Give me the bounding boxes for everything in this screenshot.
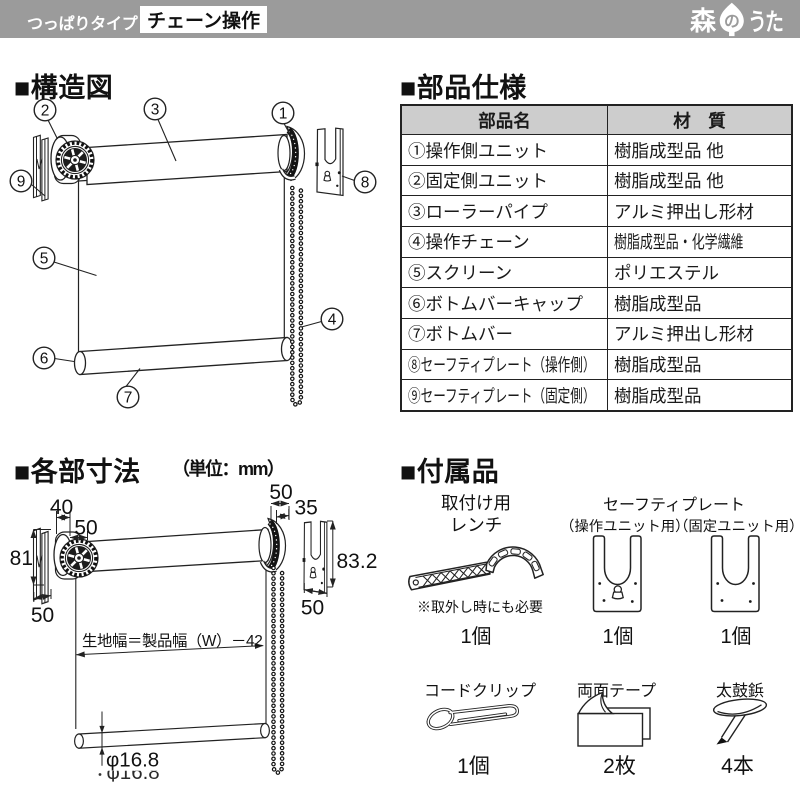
fixed-unit-gear-shape (54, 139, 96, 181)
tack-label: 太鼓鋲 (715, 683, 764, 700)
dim-safety-plate-op-shape (301, 520, 328, 595)
callout-9: 9 (9, 169, 33, 193)
safety-plate-op-shape (314, 127, 344, 197)
safety-plate-op-qty: 1個 (602, 626, 634, 648)
svg-text:9: 9 (17, 173, 26, 190)
parts-section-title: ■部品仕様 (400, 73, 527, 103)
dimension-lines (30, 500, 336, 766)
safety-plates-sub-left: （操作ユニット用） (560, 519, 690, 535)
svg-text:40: 40 (50, 496, 73, 519)
callout-5: 5 (32, 246, 56, 270)
safety-plates-sub-right: （固定ユニット用） (674, 519, 800, 535)
structure-section-title: ■構造図 (14, 73, 114, 103)
dim-operation-unit-shape (259, 519, 286, 573)
safety-plate-fixed-shape (32, 134, 49, 202)
tape-illustration (577, 691, 651, 747)
callout-7: 7 (116, 385, 140, 409)
safety-plate-fixed-qty: 1個 (720, 626, 752, 648)
svg-text:6: 6 (40, 350, 49, 367)
svg-text:4: 4 (328, 311, 337, 328)
table-row: ④操作チェーン樹脂成型品・化学繊維 (400, 226, 793, 258)
parts-table: 部品名 材 質 ①操作側ユニット樹脂成型品 他 ②固定側ユニット樹脂成型品 他 … (400, 104, 793, 412)
dimensions-section-title: ■各部寸法 (14, 457, 141, 487)
svg-text:81: 81 (10, 547, 33, 570)
callout-3: 3 (143, 97, 167, 121)
accessories-section-title: ■付属品 (400, 457, 500, 487)
svg-text:φ16.8: φ16.8 (107, 761, 160, 784)
svg-text:50: 50 (301, 597, 324, 620)
wrench-illustration (408, 546, 544, 591)
table-row: ⑦ボトムバーアルミ押出し形材 (400, 318, 793, 350)
callout-markers: 1 2 3 4 5 6 7 8 9 (9, 97, 377, 409)
safety-plate-op-illustration (592, 535, 642, 613)
operation-type-badge: チェーン操作 (140, 5, 267, 33)
table-row: ⑨セーフティプレート（固定側）樹脂成型品 (400, 379, 793, 412)
structure-diagram: 1 2 3 4 5 6 7 8 9 (9, 97, 377, 409)
svg-text:50: 50 (74, 517, 97, 540)
wrench-label-line1: 取付け用 (441, 493, 511, 513)
dimensions-diagram: 40 50 81 50 50 35 83.2 50 生地幅＝製品幅（W）－42 … (10, 481, 378, 784)
callout-2: 2 (33, 98, 57, 122)
table-row: ②固定側ユニット樹脂成型品 他 (400, 164, 793, 197)
svg-text:の: の (724, 13, 740, 30)
leader-lines (31, 119, 355, 387)
brand-kana: うた (748, 8, 784, 36)
svg-text:φ16.8: φ16.8 (106, 749, 159, 772)
svg-text:1: 1 (279, 105, 288, 122)
cord-clip-qty: 1個 (457, 755, 490, 778)
brand-leaf-icon: の (719, 2, 744, 37)
svg-text:83.2: 83.2 (337, 550, 378, 573)
dim-safety-plate-fixed-shape (32, 527, 49, 605)
tack-illustration (712, 698, 768, 745)
table-row: ⑧セーフティプレート（操作側）樹脂成型品 (400, 348, 793, 381)
bottom-bar-cap-shape (73, 350, 87, 376)
callout-6: 6 (32, 346, 56, 370)
brand-logo: 森 の うた (690, 0, 792, 38)
table-row: ①操作側ユニット樹脂成型品 他 (400, 134, 793, 166)
table-header-row: 部品名 材 質 (400, 104, 793, 136)
svg-text:3: 3 (151, 101, 160, 118)
safety-plate-fixed-illustration (710, 535, 760, 613)
callout-1: 1 (271, 101, 295, 125)
col-header-part-name: 部品名 (400, 104, 608, 136)
svg-text:生地幅＝製品幅（W）－42: 生地幅＝製品幅（W）－42 (82, 632, 262, 650)
callout-4: 4 (320, 307, 344, 331)
screen-shape (77, 167, 285, 360)
cord-clip-label: コードクリップ (424, 683, 537, 700)
dim-bottom-bar-shape (78, 722, 266, 749)
table-row: ⑥ボトムバーキャップ樹脂成型品 (400, 287, 793, 320)
svg-text:5: 5 (40, 250, 49, 267)
safety-plates-label: セーフティプレート (602, 497, 746, 514)
table-row: ③ローラーパイプアルミ押出し形材 (400, 195, 793, 228)
wrench-note: ※取外し時にも必要 (417, 599, 543, 615)
svg-text:50: 50 (269, 481, 292, 504)
table-row: ⑤スクリーンポリエステル (400, 256, 793, 289)
svg-text:8: 8 (361, 174, 370, 191)
wrench-label-line2: レンチ (449, 515, 503, 535)
svg-text:35: 35 (295, 497, 318, 520)
svg-text:2: 2 (41, 102, 50, 119)
callout-8: 8 (353, 170, 377, 194)
wrench-qty: 1個 (460, 626, 492, 648)
operation-type-label: チェーン操作 (146, 10, 261, 32)
tack-qty: 4本 (721, 755, 754, 778)
svg-text:50: 50 (31, 604, 54, 627)
svg-text:7: 7 (124, 389, 133, 406)
cord-clip-illustration (426, 704, 519, 731)
header-bar: つっぱりタイプ チェーン操作 森 の うた (0, 0, 800, 38)
dim-chain-shape (271, 565, 285, 775)
dimensions-unit-note: （単位：mm） (172, 459, 285, 479)
dim-roller-pipe-shape (87, 528, 269, 573)
dimension-labels: 40 50 81 50 50 35 83.2 50 生地幅＝製品幅（W）－42 … (10, 481, 378, 784)
dim-fixed-unit-gear-shape (58, 537, 100, 579)
brand-kanji: 森 (689, 5, 716, 36)
col-header-material: 材 質 (607, 104, 793, 136)
chain-shape (290, 185, 304, 407)
tape-qty: 2枚 (603, 755, 636, 778)
product-type-label: つっぱりタイプ (27, 16, 138, 33)
